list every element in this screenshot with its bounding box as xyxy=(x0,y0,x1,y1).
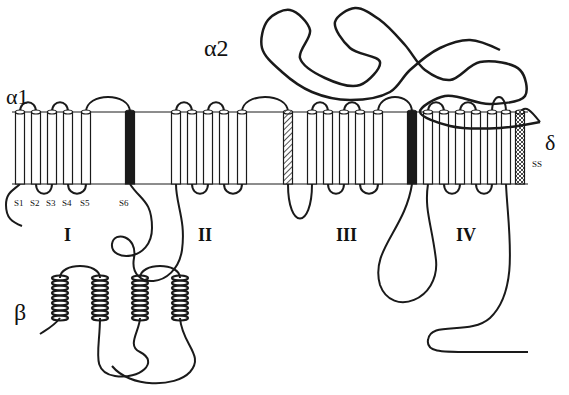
polypeptide-chain xyxy=(288,184,312,219)
subunit-label: δ xyxy=(545,132,555,154)
transmembrane-helix xyxy=(220,110,229,184)
helix-loop xyxy=(242,97,288,112)
transmembrane-helix xyxy=(188,110,197,184)
transmembrane-helix xyxy=(488,110,497,184)
segment-label: S1 xyxy=(14,199,24,208)
segment-label: SS xyxy=(532,160,542,169)
polypeptide-chain xyxy=(140,266,180,278)
transmembrane-helix xyxy=(456,110,465,184)
transmembrane-helix xyxy=(516,110,525,184)
subunit-label: β xyxy=(14,300,26,324)
transmembrane-helix xyxy=(324,110,333,184)
polypeptide-chain xyxy=(40,318,60,334)
helix-loop xyxy=(444,184,460,194)
transmembrane-helix xyxy=(374,110,383,184)
polypeptide-chain xyxy=(378,184,436,302)
transmembrane-helix xyxy=(238,110,247,184)
transmembrane-helix xyxy=(172,110,181,184)
transmembrane-helix xyxy=(308,110,317,184)
helix-loop xyxy=(86,97,130,112)
transmembrane-helix xyxy=(356,110,365,184)
polypeptide-chain xyxy=(60,266,100,278)
segment-label: S5 xyxy=(80,199,90,208)
alpha2-subunit xyxy=(261,8,540,129)
helix-loop xyxy=(224,184,242,194)
transmembrane-helix xyxy=(64,110,73,184)
polypeptide-chain xyxy=(112,318,195,383)
polypeptide-chain xyxy=(112,184,183,281)
transmembrane-helix xyxy=(204,110,213,184)
segment-label: S3 xyxy=(46,199,56,208)
transmembrane-helix xyxy=(32,110,41,184)
transmembrane-helix xyxy=(502,110,511,184)
transmembrane-helix xyxy=(82,110,91,184)
transmembrane-helix xyxy=(408,110,417,184)
polypeptide-chain xyxy=(428,184,528,352)
transmembrane-helix xyxy=(472,110,481,184)
transmembrane-helix xyxy=(340,110,349,184)
transmembrane-helix xyxy=(126,110,135,184)
helix-loop xyxy=(328,184,344,194)
helix-loop xyxy=(476,184,492,194)
helix-loop xyxy=(68,184,86,194)
beta-subunit xyxy=(40,266,195,383)
alpha1-subunit xyxy=(6,97,540,352)
subunit-label: α1 xyxy=(6,86,29,108)
domain-label: I xyxy=(64,226,71,244)
transmembrane-helix xyxy=(16,110,25,184)
subunit-label: α2 xyxy=(204,36,229,60)
domain-label: III xyxy=(336,226,357,244)
helix-loop xyxy=(360,184,378,194)
helix-loop xyxy=(192,184,208,194)
segment-label: S4 xyxy=(62,199,72,208)
domain-label: IV xyxy=(456,226,476,244)
segment-label: S6 xyxy=(119,199,129,208)
transmembrane-helix xyxy=(440,110,449,184)
domain-label: II xyxy=(198,226,212,244)
helix-loop xyxy=(36,184,52,194)
transmembrane-helix xyxy=(284,110,293,184)
transmembrane-helix xyxy=(48,110,57,184)
segment-label: S2 xyxy=(30,199,40,208)
polypeptide-chain xyxy=(98,318,148,377)
helix-loop xyxy=(378,97,412,112)
